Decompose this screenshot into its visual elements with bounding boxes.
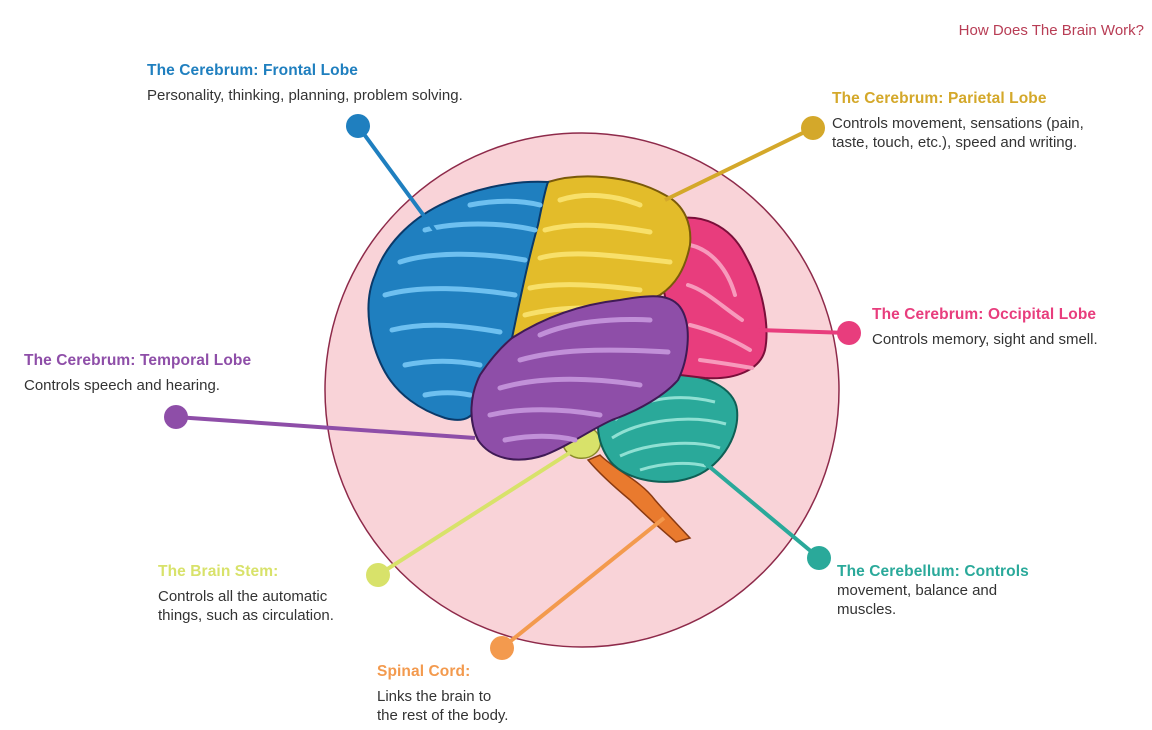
- parietal-lobe-title: The Cerebrum: Parietal Lobe: [832, 90, 1047, 107]
- temporal-lobe-label: The Cerebrum: Temporal Lobe Controls spe…: [24, 352, 304, 395]
- brain-stem-description-line2: things, such as circulation.: [158, 607, 334, 624]
- brain-stem-title: The Brain Stem:: [158, 563, 279, 580]
- occipital-lobe-description: Controls memory, sight and smell.: [872, 331, 1098, 348]
- connector-stem: [366, 441, 587, 587]
- brain-stem-label: The Brain Stem: Controls all the automat…: [158, 563, 388, 625]
- connector-cerebellum: [703, 461, 831, 570]
- dot-temporal: [164, 405, 188, 429]
- frontal-lobe-description: Personality, thinking, planning, problem…: [147, 87, 463, 104]
- connector-spinal: [490, 516, 666, 660]
- parietal-lobe-label: The Cerebrum: Parietal Lobe Controls mov…: [832, 90, 1142, 152]
- spinal-cord-description-line2: the rest of the body.: [377, 707, 509, 724]
- dot-frontal: [346, 114, 370, 138]
- connector-parietal: [664, 116, 825, 202]
- cerebellum-description-line2: muscles.: [837, 601, 897, 618]
- dot-stem: [366, 563, 390, 587]
- cerebellum-title: The Cerebellum: Controls: [837, 563, 1029, 580]
- dot-occipital: [837, 321, 861, 345]
- connector-temporal: [164, 405, 476, 440]
- occipital-lobe-label: The Cerebrum: Occipital Lobe Controls me…: [872, 306, 1147, 349]
- frontal-lobe-shape: [367, 180, 550, 421]
- brain-stem-description-line1: Controls all the automatic: [158, 588, 328, 605]
- page-title: How Does The Brain Work?: [958, 22, 1144, 39]
- occipital-lobe-title: The Cerebrum: Occipital Lobe: [872, 306, 1097, 323]
- dot-parietal: [801, 116, 825, 140]
- parietal-lobe-description-line1: Controls movement, sensations (pain,: [832, 115, 1084, 132]
- spinal-cord-description-line1: Links the brain to: [377, 688, 492, 705]
- spinal-cord-label: Spinal Cord: Links the brain to the rest…: [377, 663, 577, 725]
- dot-cerebellum: [807, 546, 831, 570]
- temporal-lobe-title: The Cerebrum: Temporal Lobe: [24, 352, 252, 369]
- frontal-lobe-title: The Cerebrum: Frontal Lobe: [147, 62, 359, 79]
- temporal-lobe-shape: [470, 295, 689, 461]
- spinal-cord-title: Spinal Cord:: [377, 663, 471, 680]
- connector-frontal: [346, 114, 440, 237]
- parietal-lobe-description-line2: taste, touch, etc.), speed and writing.: [832, 134, 1078, 151]
- cerebellum-description-line1: movement, balance and: [837, 582, 998, 599]
- cerebellum-shape: [596, 373, 739, 483]
- connector-occipital: [757, 321, 861, 345]
- frontal-lobe-label: The Cerebrum: Frontal Lobe Personality, …: [147, 62, 567, 105]
- spinal-cord-shape: [586, 454, 692, 543]
- temporal-lobe-description: Controls speech and hearing.: [24, 377, 220, 394]
- cerebellum-label: The Cerebellum: Controls movement, balan…: [837, 563, 1077, 619]
- dot-spinal: [490, 636, 514, 660]
